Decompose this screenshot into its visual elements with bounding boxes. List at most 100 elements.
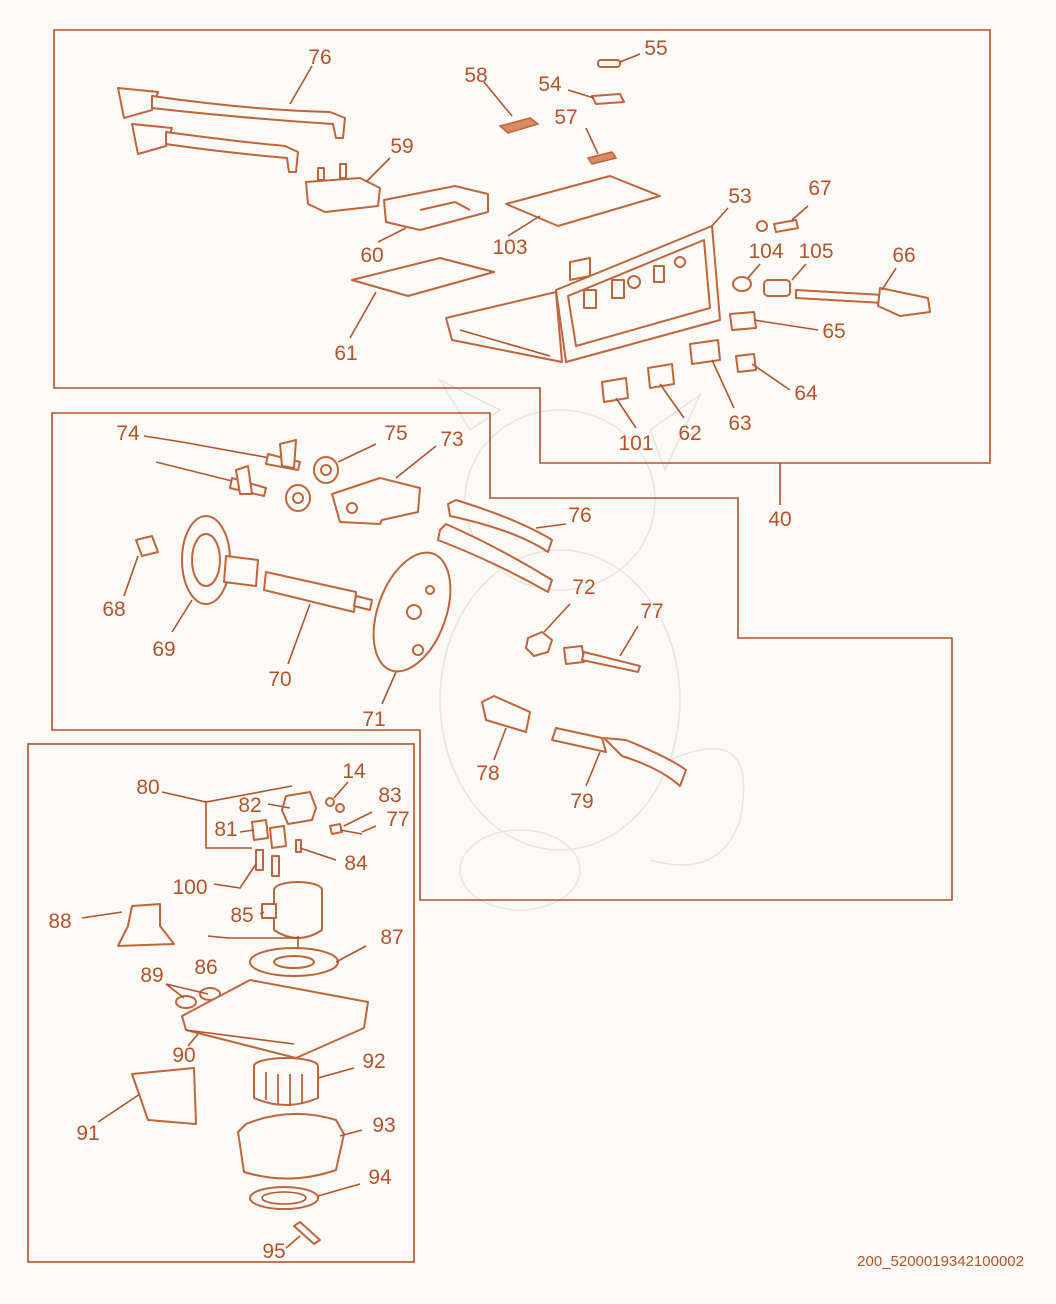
part-76-tubes xyxy=(437,499,553,593)
part-88-outlet xyxy=(117,903,175,947)
part-55-fuse xyxy=(597,59,621,68)
part-87-gasket xyxy=(249,947,339,977)
callout-71: 71 xyxy=(362,708,385,731)
part-93-fan-housing xyxy=(237,1112,345,1180)
part-67-screw xyxy=(756,219,799,233)
callout-92: 92 xyxy=(362,1050,385,1073)
callout-100: 100 xyxy=(172,876,207,899)
callout-53: 53 xyxy=(728,185,751,208)
callout-64: 64 xyxy=(794,382,818,405)
part-54-fuse-holder xyxy=(591,93,625,105)
callout-88: 88 xyxy=(48,910,71,933)
callout-labels: 76 58 55 54 57 59 53 67 60 103 104 105 6… xyxy=(48,37,915,1263)
leader-lines xyxy=(81,53,897,1249)
part-84-pin xyxy=(295,839,302,853)
part-78-sleeve xyxy=(481,695,531,733)
callout-93: 93 xyxy=(372,1114,395,1137)
part-64-switch xyxy=(735,353,757,373)
part-73-bracket xyxy=(331,477,421,525)
part-94-spring-plate xyxy=(249,1186,319,1210)
callout-69: 69 xyxy=(152,638,175,661)
callout-83: 83 xyxy=(378,784,401,807)
callout-74: 74 xyxy=(116,422,140,445)
callout-94: 94 xyxy=(368,1166,392,1189)
part-100-terminals xyxy=(255,849,280,877)
callout-59: 59 xyxy=(390,135,413,158)
part-91-duct xyxy=(131,1067,197,1125)
callout-101: 101 xyxy=(618,432,653,455)
callout-60: 60 xyxy=(360,244,383,267)
part-60-control-box xyxy=(383,185,489,231)
callout-91: 91 xyxy=(76,1122,99,1145)
callout-72: 72 xyxy=(572,576,595,599)
callout-76-middle: 76 xyxy=(568,504,591,527)
part-69-fan-wheel xyxy=(181,515,259,605)
document-code: 200_5200019342100002 xyxy=(857,1253,1024,1270)
part-61-circuit-board xyxy=(351,257,495,297)
part-14-small-parts xyxy=(325,797,345,813)
part-103-circuit-board xyxy=(505,175,661,227)
callout-77-middle: 77 xyxy=(640,600,663,623)
callout-14: 14 xyxy=(342,760,366,783)
part-62-switch xyxy=(647,363,675,389)
callout-57: 57 xyxy=(554,106,577,129)
part-74-electrodes xyxy=(155,439,301,497)
callout-66: 66 xyxy=(892,244,915,267)
part-105-cable-gland xyxy=(763,279,791,297)
callout-87: 87 xyxy=(380,926,403,949)
part-57-terminal-block xyxy=(586,151,618,165)
callout-68: 68 xyxy=(102,598,125,621)
callout-62: 62 xyxy=(678,422,701,445)
part-58-terminal xyxy=(498,117,540,134)
part-72-nut xyxy=(525,631,553,657)
group-40-frame xyxy=(53,29,991,464)
part-85-motor xyxy=(261,881,323,956)
part-76-burner-rods xyxy=(117,87,346,173)
callout-63: 63 xyxy=(728,412,751,435)
callout-84: 84 xyxy=(344,852,368,875)
callout-90: 90 xyxy=(172,1044,195,1067)
part-65-switch xyxy=(729,311,757,331)
part-71-disc xyxy=(372,551,452,673)
callout-85: 85 xyxy=(230,904,253,927)
part-66-power-cord xyxy=(795,287,931,317)
callout-105: 105 xyxy=(798,240,833,263)
callout-103: 103 xyxy=(492,236,527,259)
part-63-switch xyxy=(689,339,721,365)
callout-75: 75 xyxy=(384,422,407,445)
callout-58: 58 xyxy=(464,64,487,87)
part-79-hose xyxy=(551,727,687,787)
part-75-grommets xyxy=(285,456,339,512)
callout-89: 89 xyxy=(140,964,163,987)
part-53-control-panel xyxy=(445,225,721,363)
part-92-fan-rotor xyxy=(253,1057,319,1106)
part-68-nozzle xyxy=(135,535,159,557)
callout-65: 65 xyxy=(822,320,845,343)
callout-61: 61 xyxy=(334,342,357,365)
callout-40: 40 xyxy=(768,508,791,531)
callout-70: 70 xyxy=(268,668,291,691)
callout-82: 82 xyxy=(238,794,261,817)
callout-86: 86 xyxy=(194,956,217,979)
part-101-switch xyxy=(601,377,629,403)
callout-79: 79 xyxy=(570,790,593,813)
callout-78: 78 xyxy=(476,762,499,785)
dragon-watermark xyxy=(438,378,745,911)
middle-group-frame xyxy=(51,412,953,901)
callout-76-upper: 76 xyxy=(308,46,331,69)
callout-104: 104 xyxy=(748,240,783,263)
part-59-transformer xyxy=(305,163,381,213)
part-89-plugs xyxy=(175,987,221,1009)
callout-67: 67 xyxy=(808,177,831,200)
callout-95: 95 xyxy=(262,1240,285,1263)
part-83-screw xyxy=(329,823,363,835)
lower-group-frame xyxy=(27,743,415,1263)
callout-80: 80 xyxy=(136,776,159,799)
callout-73: 73 xyxy=(440,428,463,451)
part-70-shaft xyxy=(263,571,373,613)
callout-54: 54 xyxy=(538,73,562,96)
part-95-pin xyxy=(293,1221,321,1245)
part-77-sensor xyxy=(563,645,641,673)
callout-77-lower: 77 xyxy=(386,808,409,831)
part-104-nut xyxy=(732,276,752,292)
